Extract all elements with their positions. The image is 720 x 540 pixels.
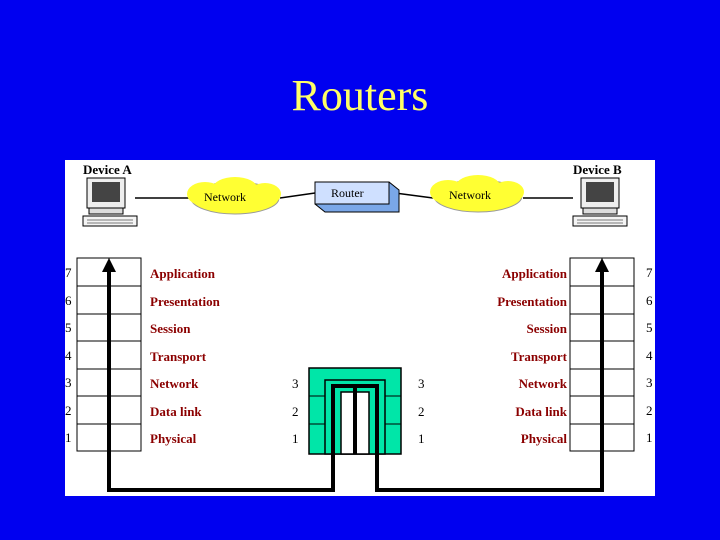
- arrow-up-left: [102, 258, 116, 272]
- router-icon: [314, 181, 400, 213]
- layer-num-right-4: 4: [646, 348, 653, 363]
- layer-num-left-4: 4: [65, 348, 72, 363]
- osi-router-diagram: Device A Device B Network Network Router…: [65, 160, 655, 496]
- router-layer-num-left-2: 2: [292, 404, 299, 419]
- router-layer-num-right-2: 2: [418, 404, 425, 419]
- layer-name-right-physical: Physical: [520, 431, 567, 446]
- diagram-graphics: [76, 175, 635, 492]
- layer-num-left-1: 1: [65, 430, 72, 445]
- layer-num-right-6: 6: [646, 293, 653, 308]
- computer-a-icon: [82, 177, 138, 227]
- layer-name-right-session: Session: [526, 321, 567, 336]
- layer-name-left-application: Application: [150, 266, 216, 281]
- network-cloud-right: [430, 175, 524, 213]
- network-label-right: Network: [449, 188, 491, 202]
- layer-num-right-7: 7: [646, 265, 653, 280]
- layer-name-right-presentation: Presentation: [497, 294, 567, 309]
- layer-name-left-session: Session: [150, 321, 191, 336]
- layer-num-left-7: 7: [65, 265, 72, 280]
- data-flow-path: [107, 266, 604, 492]
- link-line-network-router: [279, 192, 316, 199]
- layer-name-left-physical: Physical: [150, 431, 197, 446]
- layer-name-left-data-link: Data link: [150, 404, 202, 419]
- router-label: Router: [331, 186, 364, 200]
- router-layer-num-left-3: 3: [292, 376, 299, 391]
- layer-num-left-5: 5: [65, 320, 72, 335]
- layer-name-right-network: Network: [518, 376, 567, 391]
- router-layer-num-right-1: 1: [418, 431, 425, 446]
- layer-name-left-presentation: Presentation: [150, 294, 220, 309]
- layer-num-right-1: 1: [646, 430, 653, 445]
- router-layer-num-right-3: 3: [418, 376, 425, 391]
- layer-name-right-application: Application: [501, 266, 567, 281]
- layer-num-right-2: 2: [646, 403, 653, 418]
- layer-name-left-network: Network: [150, 376, 199, 391]
- layer-num-right-3: 3: [646, 375, 653, 390]
- layer-name-left-transport: Transport: [150, 349, 207, 364]
- device-b-label: Device B: [573, 162, 622, 177]
- device-a-label: Device A: [83, 162, 132, 177]
- layer-name-right-data-link: Data link: [515, 404, 567, 419]
- arrow-up-right: [595, 258, 609, 272]
- link-line-router-network: [394, 192, 434, 199]
- layer-num-left-2: 2: [65, 403, 72, 418]
- layer-name-right-transport: Transport: [510, 349, 567, 364]
- layer-num-left-6: 6: [65, 293, 72, 308]
- layer-num-right-5: 5: [646, 320, 653, 335]
- network-label-left: Network: [204, 190, 246, 204]
- computer-b-icon: [572, 177, 628, 227]
- slide-title: Routers: [291, 71, 429, 120]
- router-layer-num-left-1: 1: [292, 431, 299, 446]
- layer-num-left-3: 3: [65, 375, 72, 390]
- network-cloud-left: [187, 177, 281, 215]
